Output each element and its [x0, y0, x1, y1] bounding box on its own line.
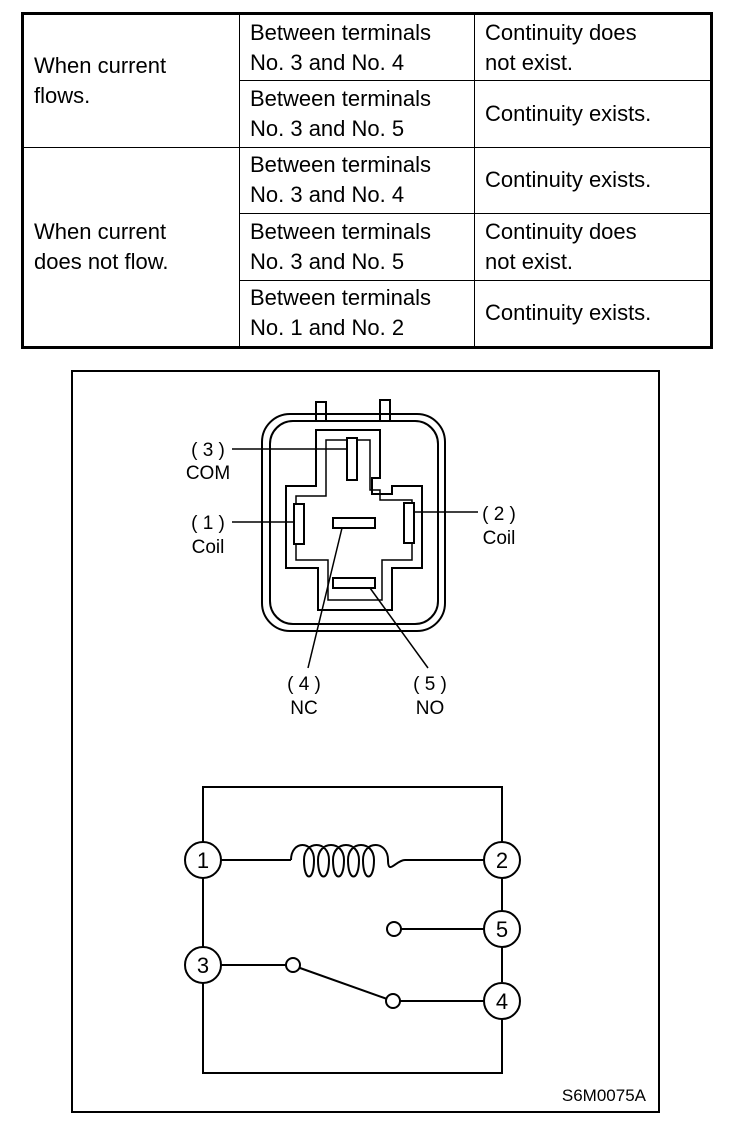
continuity-table: When current flows. Between terminals No… [21, 12, 713, 349]
coil-symbol [290, 844, 406, 878]
terminal-5-pin [332, 577, 376, 589]
label-terminal-1: ( 1 ) [191, 513, 225, 534]
wire-top [202, 786, 503, 842]
result-cell: Continuity does not exist. [474, 213, 712, 281]
label-com: COM [186, 463, 230, 484]
terminal-1-pin [293, 503, 305, 545]
connector-cavity-inner [295, 439, 413, 601]
terminals-cell: Between terminals No. 1 and No. 2 [239, 279, 475, 349]
node-4 [483, 982, 521, 1020]
node-label-1: 1 [197, 848, 209, 873]
table-row: When current flows. Between terminals No… [22, 12, 712, 148]
terminals-cell: Between terminals No. 3 and No. 5 [239, 80, 475, 148]
result-cell: Continuity exists. [474, 146, 712, 215]
condition-current-flows: When current flows. [22, 13, 240, 148]
result-cell: Continuity exists. [474, 80, 712, 148]
switch-arm [299, 967, 391, 1001]
latch-tab [315, 401, 327, 421]
terminal-2-pin [403, 502, 415, 544]
node-label-5: 5 [496, 917, 508, 942]
table-row: Between terminals No. 3 and No. 5 Contin… [23, 213, 712, 281]
condition-current-not-flow: When current does not flow. [22, 146, 240, 349]
table-row: Between terminals No. 1 and No. 2 Contin… [23, 279, 712, 349]
leader-line-5 [369, 587, 429, 669]
nc-contact [385, 993, 401, 1009]
label-terminal-5: ( 5 ) [413, 674, 447, 695]
no-contact [386, 921, 402, 937]
figure-code: S6M0075A [562, 1086, 647, 1105]
connector-labels: ( 3 ) COM ( 1 ) Coil ( 2 ) Coil ( 4 ) NC… [186, 440, 516, 719]
terminal-3-pin [346, 437, 358, 481]
node-3 [184, 946, 222, 984]
leader-line-4 [307, 527, 343, 669]
result-cell: Continuity does not exist. [474, 12, 712, 82]
node-label-3: 3 [197, 953, 209, 978]
table-row: Between terminals No. 3 and No. 5 Contin… [23, 80, 712, 148]
relay-schematic [184, 786, 521, 1074]
node-1 [184, 841, 222, 879]
label-terminal-4: ( 4 ) [287, 674, 321, 695]
label-coil-2: Coil [483, 528, 516, 549]
wire-bottom [202, 983, 503, 1074]
label-terminal-3: ( 3 ) [191, 440, 225, 461]
com-contact [285, 957, 301, 973]
result-cell: Continuity exists. [474, 279, 712, 349]
node-2 [483, 841, 521, 879]
terminals-cell: Between terminals No. 3 and No. 5 [239, 213, 475, 281]
label-coil-1: Coil [192, 537, 225, 558]
connector-cavity [285, 429, 423, 611]
table-row: When current does not flow. Between term… [22, 146, 712, 349]
terminals-cell: Between terminals No. 3 and No. 4 [239, 146, 475, 215]
figure-frame [71, 370, 660, 1113]
label-nc: NC [290, 698, 317, 719]
terminal-4-pin [332, 517, 376, 529]
label-terminal-2: ( 2 ) [482, 504, 516, 525]
terminals-cell: Between terminals No. 3 and No. 4 [239, 12, 475, 82]
label-no: NO [416, 698, 445, 719]
node-label-4: 4 [496, 989, 508, 1014]
connector-view [232, 399, 478, 669]
node-label-2: 2 [496, 848, 508, 873]
node-5 [483, 910, 521, 948]
node-labels: 1 2 3 5 4 [197, 848, 508, 1014]
latch-tab [379, 399, 391, 421]
